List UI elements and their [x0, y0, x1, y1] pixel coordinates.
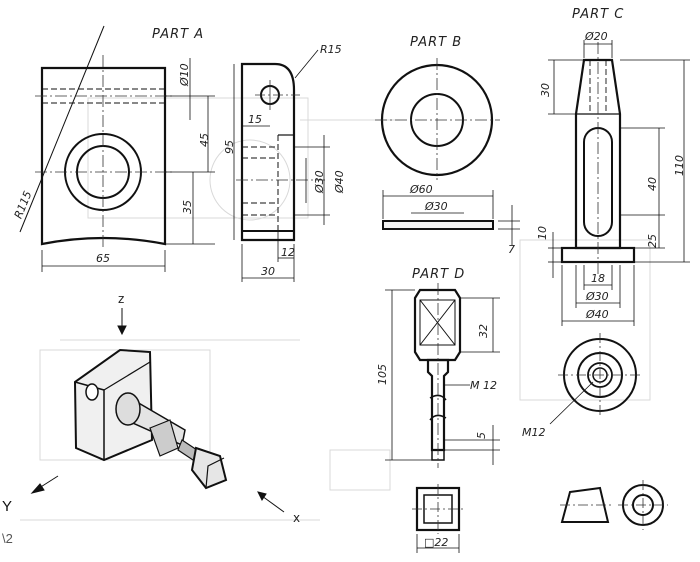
dim-c-30: 30 — [539, 83, 552, 97]
dim-a-65: 65 — [96, 252, 110, 265]
part-b-title: PART B — [410, 35, 462, 50]
isometric-assembly — [73, 348, 228, 490]
dim-a-15: 15 — [248, 113, 262, 126]
dim-a-r15: R15 — [320, 43, 342, 56]
dim-a-35: 35 — [181, 200, 194, 214]
dim-b-7: 7 — [508, 243, 515, 256]
dim-b-d30: Ø30 — [424, 200, 448, 213]
part-c-top-view — [549, 333, 642, 425]
part-c-title: PART C — [572, 7, 624, 22]
part-d: PART D 105 32 M 12 5 — [376, 267, 500, 553]
dim-d-m12: M 12 — [470, 379, 497, 392]
part-a-side-view — [236, 62, 325, 242]
dim-a-12: 12 — [281, 246, 295, 259]
part-c: PART C — [522, 7, 690, 530]
dim-c-m12: M12 — [522, 426, 546, 439]
dim-c-18: 18 — [591, 272, 605, 285]
part-a-front-view — [19, 25, 175, 250]
axis-y-label: Y — [2, 498, 13, 515]
axis-x-label: x — [293, 511, 300, 525]
dim-b-d60: Ø60 — [409, 183, 433, 196]
sheet-reference: \2 — [2, 531, 13, 546]
part-b-washer-section — [382, 220, 494, 230]
dim-c-d30: Ø30 — [585, 290, 609, 303]
cone-side-view — [560, 486, 610, 523]
dim-a-d30: Ø30 — [313, 170, 326, 194]
dim-d-sq22: □22 — [424, 536, 448, 549]
part-d-title: PART D — [412, 267, 465, 282]
part-a-title: PART A — [152, 27, 204, 42]
part-a-front-dims — [41, 58, 215, 272]
dim-a-30: 30 — [261, 265, 275, 278]
part-a: PART A 65 R115 45 35 Ø1 — [12, 25, 346, 282]
dim-a-d10: Ø10 — [178, 63, 191, 87]
axis-arrows — [30, 308, 285, 513]
axis-z-label: z — [118, 292, 124, 306]
dim-a-45: 45 — [198, 133, 211, 147]
dim-c-d40: Ø40 — [585, 308, 609, 321]
part-d-square-head — [413, 288, 462, 362]
dim-c-40: 40 — [646, 177, 659, 191]
dim-d-5: 5 — [475, 432, 488, 439]
dim-c-d20: Ø20 — [584, 30, 608, 43]
dim-c-10: 10 — [536, 226, 549, 240]
dim-d-105: 105 — [376, 364, 389, 385]
dim-d-32: 32 — [477, 324, 490, 338]
dim-a-95: 95 — [223, 140, 236, 154]
part-a-side-dims — [233, 49, 330, 282]
part-b: PART B Ø60 Ø30 7 — [375, 35, 520, 256]
dim-c-25: 25 — [646, 234, 659, 248]
dim-c-110: 110 — [673, 155, 686, 176]
dim-a-d40: Ø40 — [333, 170, 346, 194]
